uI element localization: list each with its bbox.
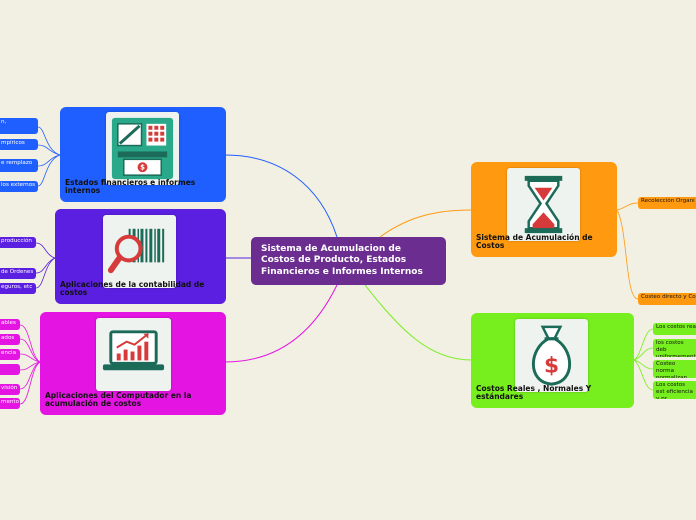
leaf-estados-4[interactable]: los externos [0, 181, 38, 192]
leaf-estados-1[interactable]: n, [0, 118, 38, 134]
leaf-sistema-2[interactable]: Costeo directo y Co [638, 293, 696, 305]
leaf-contabilidad-1[interactable]: producción [0, 237, 36, 248]
leaf-estados-2[interactable]: mpíricos [0, 139, 38, 150]
leaf-computador-6[interactable]: mento [0, 398, 20, 409]
connector-estados-leaf-2 [37, 144, 61, 156]
topic-costos-reales[interactable]: $ Costos Reales , Normales Y estándares [471, 313, 634, 408]
leaf-reales-4[interactable]: Los costos est eficiencia y pr [653, 381, 696, 399]
leaf-computador-5[interactable]: visión [0, 384, 20, 395]
leaf-contabilidad-2[interactable]: de Ordenes [0, 268, 36, 279]
central-topic-title: Sistema de Acumulacion de Costos de Prod… [261, 244, 423, 277]
svg-text:$: $ [140, 164, 145, 172]
leaf-reales-2[interactable]: los costos deb uniformement [653, 339, 696, 357]
connector-center-estados [224, 154, 338, 238]
money-bag-icon: $ [515, 319, 588, 392]
connector-reales-leaf-4 [633, 359, 654, 391]
topic-sistema-title: Sistema de Acumulación de Costos [476, 232, 593, 251]
connector-estados-leaf-4 [37, 154, 61, 187]
hourglass-icon [507, 168, 580, 241]
leaf-estados-3[interactable]: e remplazo [0, 159, 38, 172]
topic-estados-title: Estados financieros e informes internos [65, 177, 196, 196]
laptop-chart-icon [96, 318, 171, 391]
connector-sistema-leaf-1 [616, 202, 639, 211]
connector-computador-leaf-1 [19, 324, 41, 363]
connector-center-computador [224, 284, 338, 363]
leaf-contabilidad-3[interactable]: eguros, etc [0, 283, 36, 294]
connector-center-reales [364, 284, 472, 361]
connector-center-sistema [379, 209, 472, 238]
central-topic[interactable]: Sistema de Acumulacion de Costos de Prod… [251, 237, 446, 285]
barcode-magnifier-icon [103, 215, 176, 288]
connector-computador-leaf-6 [19, 361, 41, 405]
leaf-reales-1[interactable]: Los costos rea [653, 323, 696, 335]
topic-estados-financieros[interactable]: $ Estados financieros e informes interno… [60, 107, 226, 202]
connector-contabilidad-leaf-1 [35, 242, 56, 259]
topic-computador-title: Aplicaciones del Computador en la acumul… [45, 390, 192, 409]
topic-contabilidad-costos[interactable]: Aplicaciones de la contabilidad de costo… [55, 209, 226, 304]
connector-reales-leaf-1 [633, 328, 654, 361]
leaf-sistema-1[interactable]: Recolección Organi [638, 197, 696, 209]
bank-atm-icon: $ [106, 112, 179, 185]
connector-reales-leaf-2 [633, 347, 654, 361]
leaf-computador-1[interactable]: ables [0, 319, 20, 330]
topic-reales-title: Costos Reales , Normales Y estándares [476, 383, 592, 402]
leaf-computador-2[interactable]: ados [0, 334, 20, 345]
connector-estados-leaf-1 [37, 126, 61, 156]
connector-sistema-leaf-2 [616, 209, 639, 300]
topic-contabilidad-title: Aplicaciones de la contabilidad de costo… [60, 279, 205, 298]
leaf-computador-3[interactable]: encia [0, 349, 20, 360]
connector-contabilidad-leaf-3 [35, 257, 56, 289]
connector-computador-leaf-3 [19, 353, 41, 363]
svg-text:$: $ [544, 353, 559, 378]
topic-sistema-acumulacion[interactable]: Sistema de Acumulación de Costos [471, 162, 617, 257]
leaf-reales-3[interactable]: Costeo norma normalizan en [653, 360, 696, 378]
topic-computador[interactable]: Aplicaciones del Computador en la acumul… [40, 312, 226, 415]
connector-computador-leaf-2 [19, 338, 41, 363]
connector-reales-leaf-3 [633, 359, 654, 370]
leaf-computador-4[interactable] [0, 364, 20, 375]
connector-computador-leaf-4 [19, 361, 41, 371]
